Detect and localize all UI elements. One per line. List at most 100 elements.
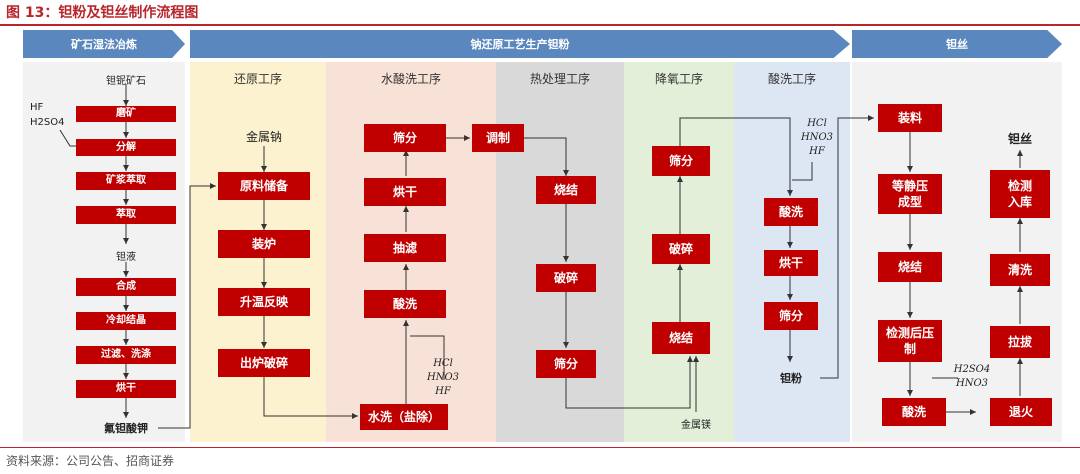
pickling-product-label: 钽粉 xyxy=(780,372,802,385)
deoxy-crush-label: 破碎 xyxy=(668,241,693,256)
wire-draw-label: 拉拔 xyxy=(1007,334,1032,349)
ore-filter-box: 过滤、洗涤 xyxy=(76,346,176,364)
ore-extract-label: 矿浆萃取 xyxy=(106,175,146,187)
reduction-charge-box: 装炉 xyxy=(218,230,310,258)
water-acid-hf: HF xyxy=(435,386,451,397)
reduction-heat-label: 升温反映 xyxy=(239,294,288,309)
blend-label: 调制 xyxy=(485,130,510,145)
wire-clean-box: 清洗 xyxy=(990,254,1050,286)
zone-label-water-acid: 水酸洗工序 xyxy=(380,72,441,86)
wire-acid-hno3: HNO3 xyxy=(955,378,989,389)
banner-wire-label: 钽丝 xyxy=(946,38,968,51)
ore-strip-label: 萃取 xyxy=(116,209,136,221)
water-acid-wash-label: 酸洗 xyxy=(392,296,417,311)
ore-h2so4-label: H2SO4 xyxy=(30,117,65,128)
source-note: 资料来源：公司公告、招商证券 xyxy=(6,454,175,468)
wire-press-box: 等静压成型 xyxy=(878,174,942,214)
banner-reduction: 钠还原工艺生产钽粉 xyxy=(190,30,850,58)
heat-sinter-label: 烧结 xyxy=(553,182,578,197)
ore-filter-label: 过滤、洗涤 xyxy=(101,349,151,361)
heat-sieve-label: 筛分 xyxy=(553,356,578,371)
wire-press-label: 等静压成型 xyxy=(892,178,929,209)
wire-anneal-box: 退火 xyxy=(990,398,1052,426)
banner-wire: 钽丝 xyxy=(852,30,1062,58)
zone-label-heat: 热处理工序 xyxy=(529,72,590,86)
heat-sinter-box: 烧结 xyxy=(536,176,596,204)
reduction-storage-label: 原料储备 xyxy=(239,178,288,193)
ore-extract-box: 矿浆萃取 xyxy=(76,172,176,190)
reduction-storage-box: 原料储备 xyxy=(218,172,310,200)
reduction-sodium-label: 金属钠 xyxy=(245,130,282,144)
water-acid-hcl: HCl xyxy=(433,358,453,369)
page-title: 图 13：钽粉及钽丝制作流程图 xyxy=(6,5,199,21)
deoxy-crush-box: 破碎 xyxy=(652,234,710,264)
wire-draw-box: 拉拔 xyxy=(990,326,1050,358)
pickling-acid-hf: HF xyxy=(809,146,825,157)
deoxy-sieve-box: 筛分 xyxy=(652,146,710,176)
blend-box: 调制 xyxy=(472,124,524,152)
wire-inspect-store-label: 检测入库 xyxy=(1007,178,1032,209)
banner-ore-label: 矿石湿法冶炼 xyxy=(71,38,137,51)
pickling-acid-wash-box: 酸洗 xyxy=(764,198,818,226)
pickling-dry-label: 烘干 xyxy=(778,255,803,270)
wire-product-label: 钽丝 xyxy=(1007,132,1032,146)
pickling-sieve-label: 筛分 xyxy=(778,308,803,323)
reduction-charge-label: 装炉 xyxy=(251,236,276,251)
zone-label-pickling: 酸洗工序 xyxy=(767,72,816,86)
ore-hf-label: HF xyxy=(30,102,44,113)
water-dry-box: 烘干 xyxy=(364,178,446,206)
heat-crush-box: 破碎 xyxy=(536,264,596,292)
heat-zone xyxy=(496,62,624,442)
ore-top-label: 钽铌矿石 xyxy=(106,76,146,87)
deoxy-sieve-label: 筛分 xyxy=(668,153,693,168)
wire-acid-h2so4: H2SO4 xyxy=(953,364,991,375)
wire-charge-box: 装料 xyxy=(878,104,942,132)
ore-strip-box: 萃取 xyxy=(76,206,176,224)
ore-synthesis-label: 合成 xyxy=(116,281,136,293)
ore-dry-label: 烘干 xyxy=(116,383,136,395)
wire-inspect-press-label: 检测后压制 xyxy=(886,325,935,356)
banner-reduction-label: 钠还原工艺生产钽粉 xyxy=(470,38,570,51)
water-suction-label: 抽滤 xyxy=(392,240,417,255)
wire-charge-label: 装料 xyxy=(897,110,922,125)
zone-label-reduction: 还原工序 xyxy=(233,72,282,86)
wire-acid-wash-box: 酸洗 xyxy=(882,398,946,426)
zone-label-deoxy: 降氧工序 xyxy=(654,72,703,86)
ore-liquid-label: 钽液 xyxy=(116,252,136,263)
ore-product-label: 氟钽酸钾 xyxy=(104,422,148,435)
ore-grind-box: 磨矿 xyxy=(76,106,176,122)
water-acid-hno3: HNO3 xyxy=(426,372,460,383)
water-dry-label: 烘干 xyxy=(392,184,417,199)
deoxy-sinter-box: 烧结 xyxy=(652,322,710,354)
water-acid-wash-box: 酸洗 xyxy=(364,290,446,318)
reduction-discharge-label: 出炉破碎 xyxy=(239,355,288,370)
water-wash-label: 水洗（盐除） xyxy=(367,409,440,424)
wire-sinter-box: 烧结 xyxy=(878,252,942,282)
water-suction-box: 抽滤 xyxy=(364,234,446,262)
wire-inspect-press-box: 检测后压制 xyxy=(878,320,942,362)
ore-synthesis-box: 合成 xyxy=(76,278,176,296)
ore-crystal-box: 冷却结晶 xyxy=(76,312,176,330)
deoxy-magnesium-label: 金属镁 xyxy=(681,420,711,431)
pickling-sieve-box: 筛分 xyxy=(764,302,818,330)
heat-crush-label: 破碎 xyxy=(553,270,578,285)
deoxy-sinter-label: 烧结 xyxy=(668,330,693,345)
pickling-acid-wash-label: 酸洗 xyxy=(778,204,803,219)
pickling-acid-hno3: HNO3 xyxy=(800,132,834,143)
pickling-dry-box: 烘干 xyxy=(764,250,818,276)
wire-anneal-label: 退火 xyxy=(1008,404,1033,419)
water-sieve-label: 筛分 xyxy=(392,130,417,145)
wire-sinter-label: 烧结 xyxy=(897,259,922,274)
ore-decompose-box: 分解 xyxy=(76,139,176,156)
reduction-discharge-box: 出炉破碎 xyxy=(218,349,310,377)
title-underline xyxy=(0,24,1080,26)
ore-decompose-label: 分解 xyxy=(116,141,136,153)
wire-clean-label: 清洗 xyxy=(1007,262,1032,277)
ore-grind-label: 磨矿 xyxy=(116,108,136,120)
pickling-acid-hcl: HCl xyxy=(807,118,827,129)
footer-line xyxy=(0,447,1080,448)
heat-sieve-box: 筛分 xyxy=(536,350,596,378)
reduction-heat-box: 升温反映 xyxy=(218,288,310,316)
wire-inspect-store-box: 检测入库 xyxy=(990,170,1050,218)
water-wash-box: 水洗（盐除） xyxy=(360,404,448,430)
